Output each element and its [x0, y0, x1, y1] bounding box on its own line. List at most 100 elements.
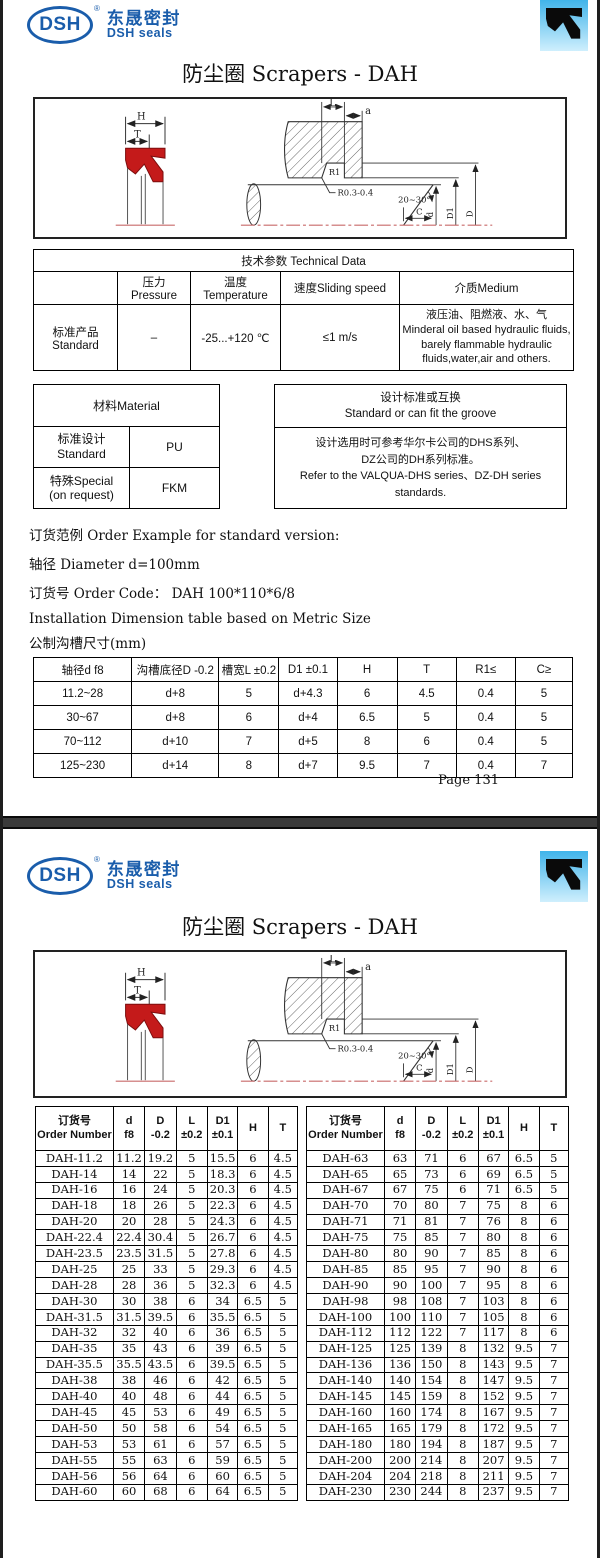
table-cell: 6.5: [237, 1436, 269, 1453]
header-line: -0.2: [150, 1128, 170, 1141]
page-separator: [3, 816, 597, 829]
table-cell: 69: [477, 1165, 510, 1183]
table-cell: DAH-140: [306, 1372, 385, 1390]
install-title-en: Installation Dimension table based on Me…: [29, 611, 371, 628]
rod-chamfer: [403, 1040, 434, 1082]
radius-leader: [321, 177, 336, 194]
table-cell: 7: [446, 1293, 479, 1310]
table-cell: 5: [538, 1150, 570, 1167]
table-cell: 9.5: [336, 753, 398, 779]
table-cell: 200: [383, 1451, 417, 1469]
table-cell: 63: [144, 1451, 177, 1469]
table-cell: 7: [538, 1420, 570, 1438]
table-cell: 5: [175, 1245, 208, 1263]
table-cell: 8: [218, 753, 280, 779]
table-cell: DAH-20: [35, 1213, 114, 1231]
table-cell: 36: [144, 1277, 177, 1295]
table-cell: 53: [144, 1404, 177, 1422]
dim-label-H: H: [137, 112, 146, 123]
table-cell: 7: [446, 1308, 479, 1326]
table-cell: 6: [175, 1404, 208, 1422]
table-cell: 5: [267, 1324, 299, 1342]
table-cell: 6.5: [237, 1356, 269, 1374]
table-cell: 6: [538, 1324, 570, 1342]
page-1: DSH ® 东晟密封 DSH seals 防尘圈 Scrapers - DAH: [3, 0, 597, 816]
material-table: 材料Material 标准设计 Standard PU 特殊Special (o…: [33, 384, 220, 510]
table-cell: 5: [175, 1165, 208, 1183]
table-cell: DAH-230: [306, 1483, 385, 1501]
table-cell: 0.4: [455, 729, 516, 755]
install-header: 沟槽底径D -0.2: [131, 657, 220, 683]
table-cell: 7: [446, 1324, 479, 1342]
tech-header-temperature: 温度Temperature: [190, 271, 281, 305]
table-cell: 60: [112, 1483, 146, 1501]
tech-header-pressure: 压力Pressure: [117, 271, 191, 305]
table-cell: 6: [538, 1213, 570, 1231]
table-cell: 44: [206, 1388, 239, 1406]
table-cell: 9.5: [508, 1420, 540, 1438]
table-cell: 16: [112, 1181, 146, 1199]
table-cell: 8: [446, 1388, 479, 1406]
c-dimension: [403, 1063, 432, 1078]
tech-pressure-value: –: [117, 304, 191, 371]
install-header: H: [336, 657, 398, 683]
table-cell: 34: [206, 1293, 239, 1310]
table-cell: DAH-16: [35, 1181, 114, 1199]
table-cell: 179: [415, 1420, 448, 1438]
table-cell: 7: [446, 1261, 479, 1279]
table-cell: 80: [415, 1197, 448, 1215]
table-cell: 45: [112, 1404, 146, 1422]
tech-header-medium: 介质Medium: [398, 271, 575, 305]
table-cell: 8: [446, 1451, 479, 1469]
dim-label-D: D: [465, 1066, 475, 1073]
header-line: D: [427, 1114, 436, 1127]
header-line: f8: [124, 1128, 134, 1141]
table-cell: 154: [415, 1372, 448, 1390]
table-cell: DAH-30: [35, 1293, 114, 1310]
dim-label-R: R0.3-0.4: [338, 1044, 374, 1054]
table-cell: 5: [267, 1293, 299, 1310]
table-cell: 5: [538, 1165, 570, 1183]
dsh-logo: DSH ® 东晟密封 DSH seals: [27, 855, 597, 895]
table-cell: 187: [477, 1436, 510, 1453]
table-cell: 6.5: [237, 1404, 269, 1422]
table-cell: 75: [477, 1197, 510, 1215]
material-label: 标准设计 Standard: [33, 425, 130, 468]
table-cell: 35.5: [206, 1308, 239, 1326]
table-cell: 105: [477, 1308, 510, 1326]
order-header-T: T: [538, 1106, 570, 1151]
table-cell: 5: [175, 1229, 208, 1247]
table-cell: DAH-35.5: [35, 1356, 114, 1374]
table-cell: d+4: [278, 705, 338, 731]
table-cell: 6: [237, 1261, 269, 1279]
table-cell: 214: [415, 1451, 448, 1469]
dim-label-D1: D1: [445, 1063, 455, 1075]
table-cell: DAH-60: [35, 1483, 114, 1501]
table-cell: 6.5: [237, 1372, 269, 1390]
table-cell: DAH-40: [35, 1388, 114, 1406]
rod-break: [246, 183, 262, 226]
header-line: L: [188, 1114, 196, 1127]
table-cell: 85: [415, 1229, 448, 1247]
order-example-line2: 轴径 Diameter d=100mm: [29, 557, 200, 574]
table-cell: DAH-31.5: [35, 1308, 114, 1326]
table-cell: 40: [144, 1324, 177, 1342]
table-cell: 6: [175, 1308, 208, 1326]
table-cell: 7: [538, 1436, 570, 1453]
table-cell: 8: [446, 1483, 479, 1501]
table-cell: 6.5: [336, 705, 398, 731]
table-cell: 4.5: [267, 1245, 299, 1263]
install-header: R1≤: [455, 657, 516, 683]
table-cell: 7: [446, 1197, 479, 1215]
medium-english: Minderal oil based hydraulic fluids, bar…: [402, 323, 571, 366]
table-cell: 5: [267, 1436, 299, 1453]
table-cell: 139: [415, 1340, 448, 1358]
rod-chamfer: [403, 184, 434, 226]
standard-title-cn: 设计标准或互换: [380, 392, 461, 404]
